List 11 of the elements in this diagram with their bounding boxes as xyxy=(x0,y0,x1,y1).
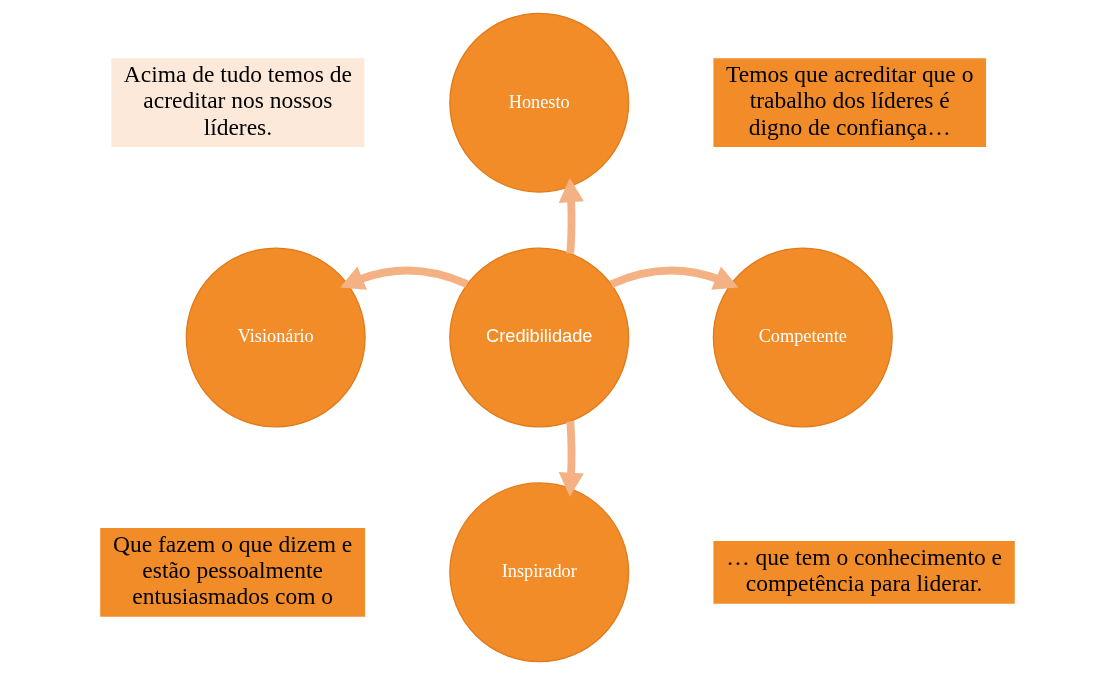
node-circle: Credibilidade xyxy=(449,247,630,428)
arrow xyxy=(558,178,584,254)
label: Temos que acreditar que o trabalho dos líderes é digno de confiança… xyxy=(726,61,974,140)
node-circle: Inspirador xyxy=(449,482,630,663)
arrow xyxy=(339,266,469,290)
label: Acima de tudo temos de acreditar nos nossos líderes. xyxy=(123,61,352,140)
arrow xyxy=(609,266,739,290)
label: Que fazem o que dizem e estão pessoalmente entusiasmados com o xyxy=(113,530,353,610)
node-circle: Honesto xyxy=(449,12,630,193)
arrow xyxy=(558,421,584,497)
label: … que tem o conhecimento e competência para liderar. xyxy=(726,544,1002,597)
